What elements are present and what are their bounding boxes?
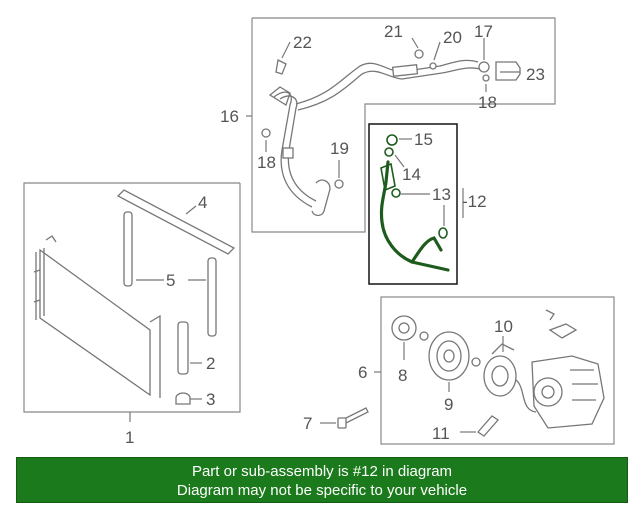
callout-16: 16	[220, 107, 239, 126]
callout-22: 22	[293, 33, 312, 52]
callout-10: 10	[494, 317, 513, 336]
callout-7: 7	[303, 414, 312, 433]
callout-4: 4	[198, 193, 207, 212]
callout-12: -12	[462, 192, 487, 211]
callout-9: 9	[444, 395, 453, 414]
banner-line-2: Diagram may not be specific to your vehi…	[176, 482, 468, 499]
callout-14: 14	[402, 165, 421, 184]
callout-18-top: 18	[478, 93, 497, 112]
callout-17: 17	[474, 22, 493, 41]
callout-5: 5	[166, 271, 175, 290]
callout-20: 20	[443, 28, 462, 47]
callout-11: 11	[432, 424, 450, 443]
callout-21: 21	[384, 22, 403, 41]
callout-19: 19	[330, 139, 349, 158]
callout-labels: 1 2 3 4 5 6 7 8 9 10 11 -12 13 14 15 16 …	[125, 22, 545, 447]
condenser-panel	[23, 182, 241, 422]
info-banner: Part or sub-assembly is #12 in diagram D…	[16, 457, 628, 503]
callout-23: 23	[526, 65, 545, 84]
banner-line-1: Part or sub-assembly is #12 in diagram	[191, 463, 453, 480]
callout-1: 1	[125, 428, 134, 447]
callout-15: 15	[414, 130, 433, 149]
callout-6: 6	[358, 363, 367, 382]
hose-assembly-panel	[246, 17, 556, 233]
callout-18-left: 18	[257, 153, 276, 172]
callout-8: 8	[398, 366, 407, 385]
callout-13: 13	[432, 185, 451, 204]
compressor-panel	[320, 296, 615, 445]
discharge-hose-assembly	[368, 123, 464, 285]
callout-3: 3	[206, 390, 215, 409]
callout-2: 2	[206, 354, 215, 373]
